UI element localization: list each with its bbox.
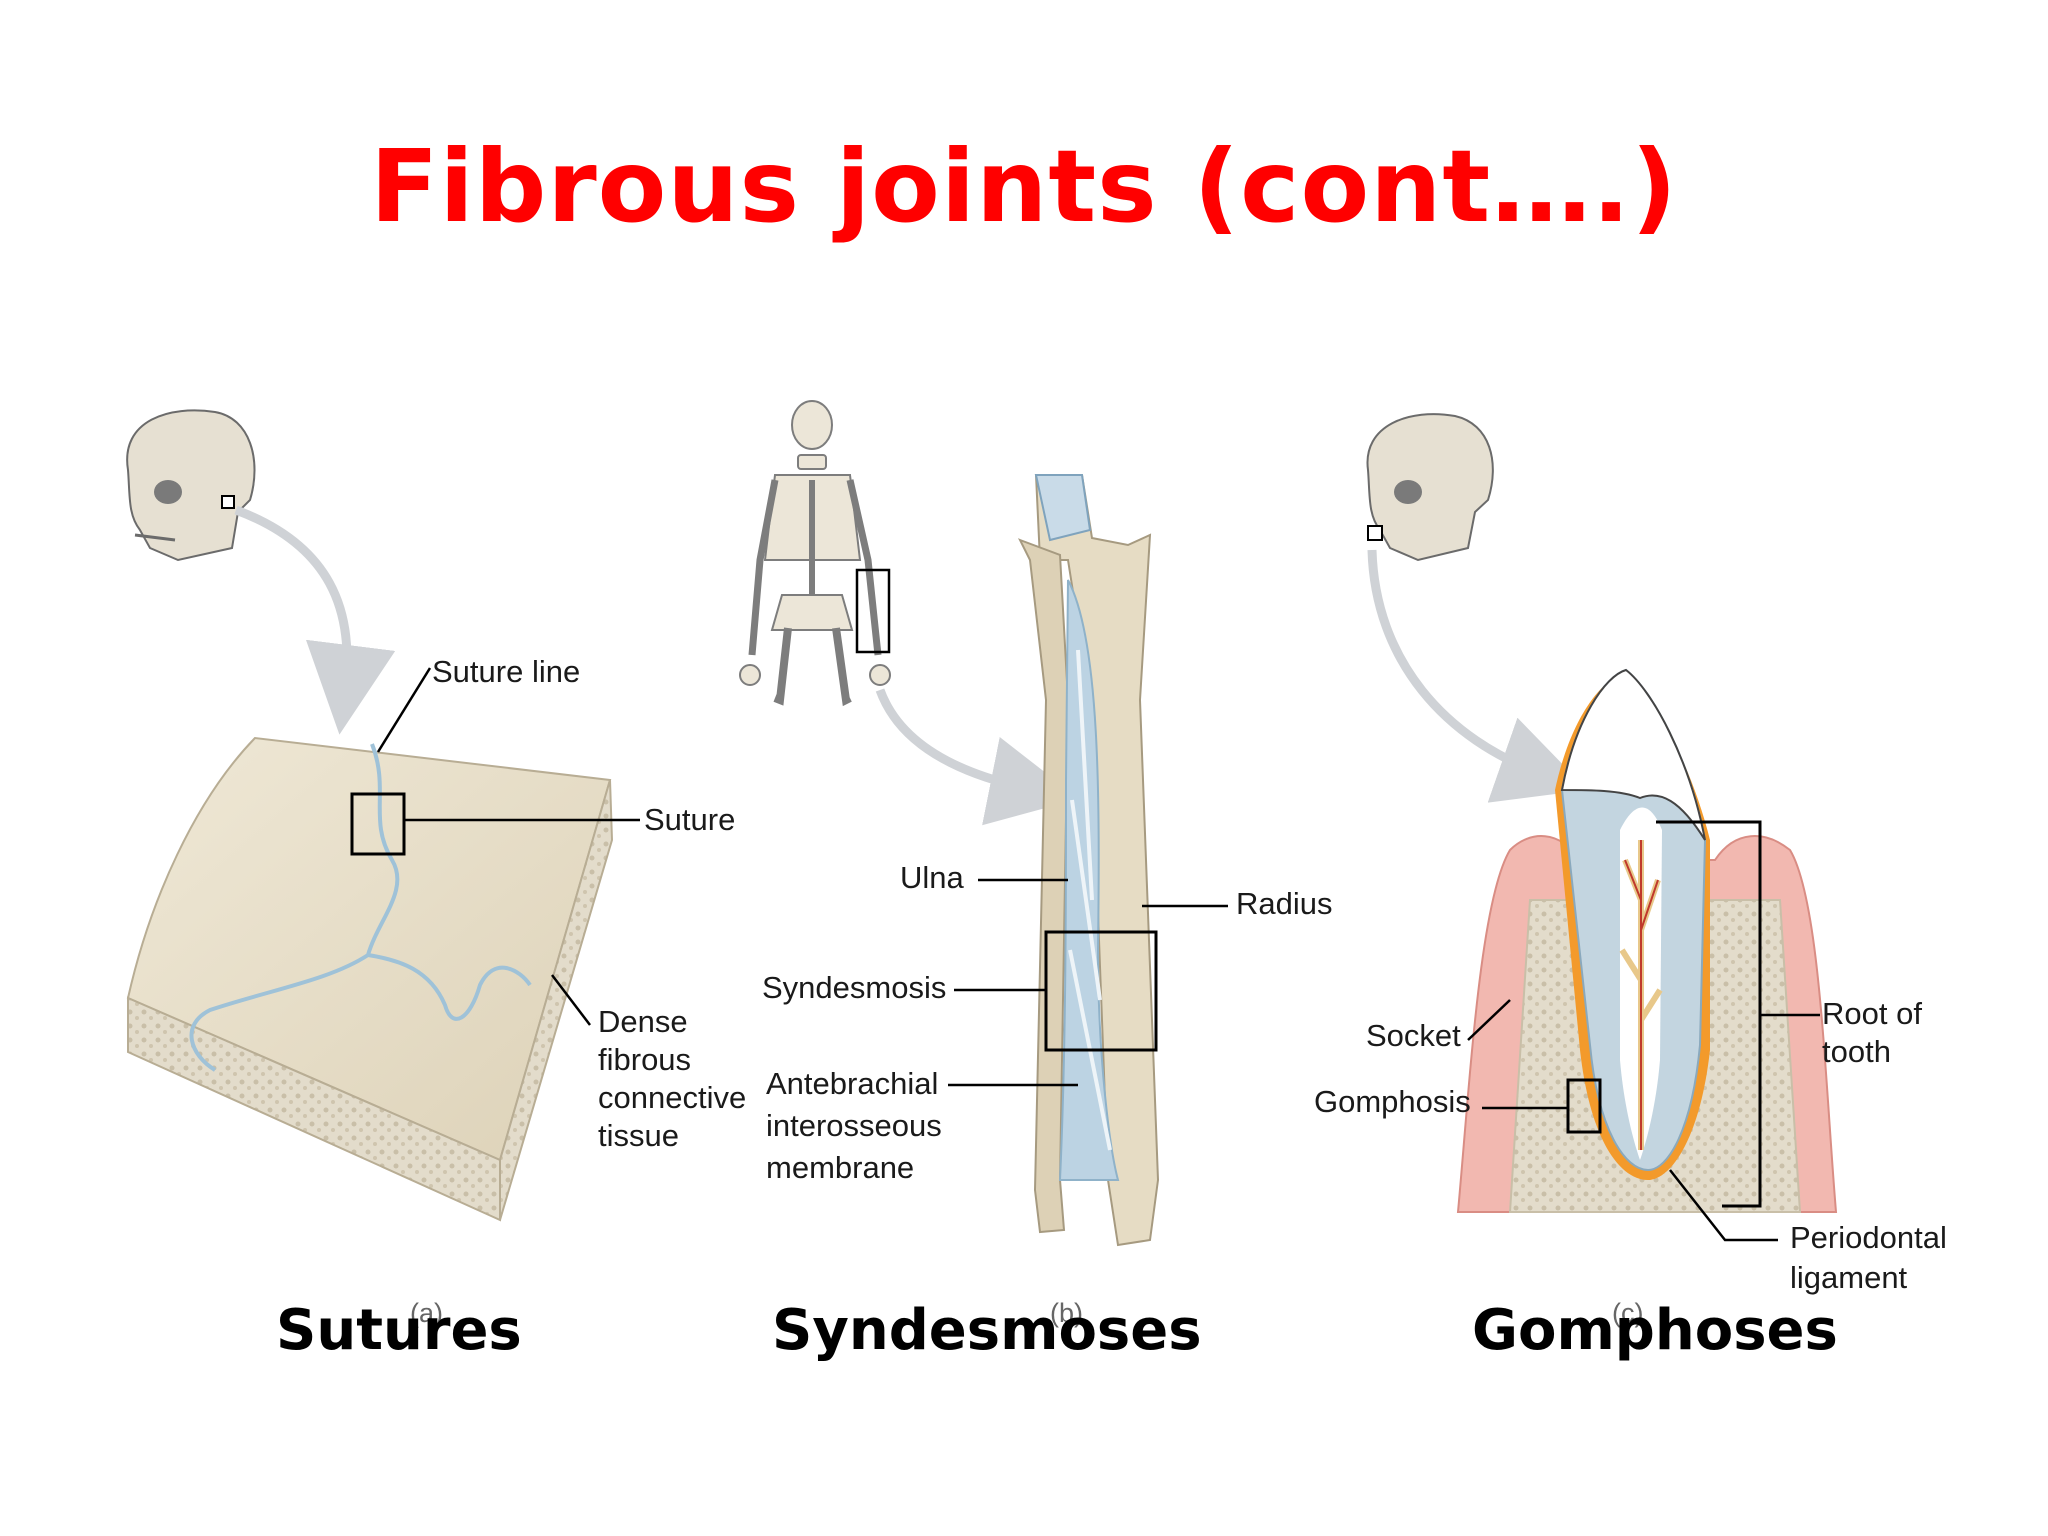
sutures-panel: Suture line Suture Dense fibrous connect…	[126, 409, 746, 1328]
caption-syndesmoses: Syndesmoses	[772, 1298, 1202, 1363]
label-membrane-1: Antebrachial	[766, 1066, 938, 1101]
panel-letter-a: (a)	[410, 1298, 443, 1328]
label-syndesmosis: Syndesmosis	[762, 970, 946, 1005]
label-radius: Radius	[1236, 886, 1333, 921]
suture-box	[350, 792, 406, 856]
label-root-1: Root of	[1822, 996, 1922, 1031]
syndesmoses-panel: Ulna Radius Syndesmosis Antebrachial int…	[739, 400, 1333, 1328]
gomphosis-box	[1566, 1078, 1602, 1134]
label-suture: Suture	[644, 802, 735, 837]
label-periodontal-1: Periodontal	[1790, 1220, 1947, 1255]
label-suture-line: Suture line	[432, 654, 580, 689]
label-gomphosis: Gomphosis	[1314, 1084, 1471, 1119]
panel-letter-c: (c)	[1612, 1298, 1643, 1328]
syndesmoses-arrow	[875, 688, 1080, 826]
label-root-2: tooth	[1822, 1034, 1891, 1069]
label-dense-4: tissue	[598, 1118, 679, 1153]
label-membrane-3: membrane	[766, 1150, 914, 1185]
skull-icon-2	[1366, 413, 1494, 562]
forearm-box	[855, 568, 891, 654]
skull-icon	[126, 409, 256, 562]
label-membrane-2: interosseous	[766, 1108, 942, 1143]
skull-bone-block	[126, 736, 614, 1222]
gomphoses-panel: Socket Gomphosis Root of tooth Periodont…	[1314, 413, 1947, 1328]
gomphoses-arrow	[1367, 549, 1588, 803]
forearm-bones	[1017, 474, 1160, 1247]
label-ulna: Ulna	[900, 860, 965, 895]
panel-letter-b: (b)	[1050, 1298, 1083, 1328]
label-dense-3: connective	[598, 1080, 746, 1115]
label-periodontal-2: ligament	[1790, 1260, 1908, 1295]
label-socket: Socket	[1366, 1018, 1461, 1053]
tooth-section	[1456, 668, 1838, 1213]
caption-sutures: Sutures	[276, 1298, 522, 1363]
sutures-arrow	[234, 505, 396, 735]
caption-gomphoses: Gomphoses	[1472, 1298, 1838, 1363]
slide-title: Fibrous joints (cont….)	[370, 128, 1678, 245]
label-dense-1: Dense	[598, 1004, 688, 1039]
label-dense-2: fibrous	[598, 1042, 691, 1077]
skeleton-icon	[739, 400, 891, 707]
suture-line	[189, 743, 532, 1072]
